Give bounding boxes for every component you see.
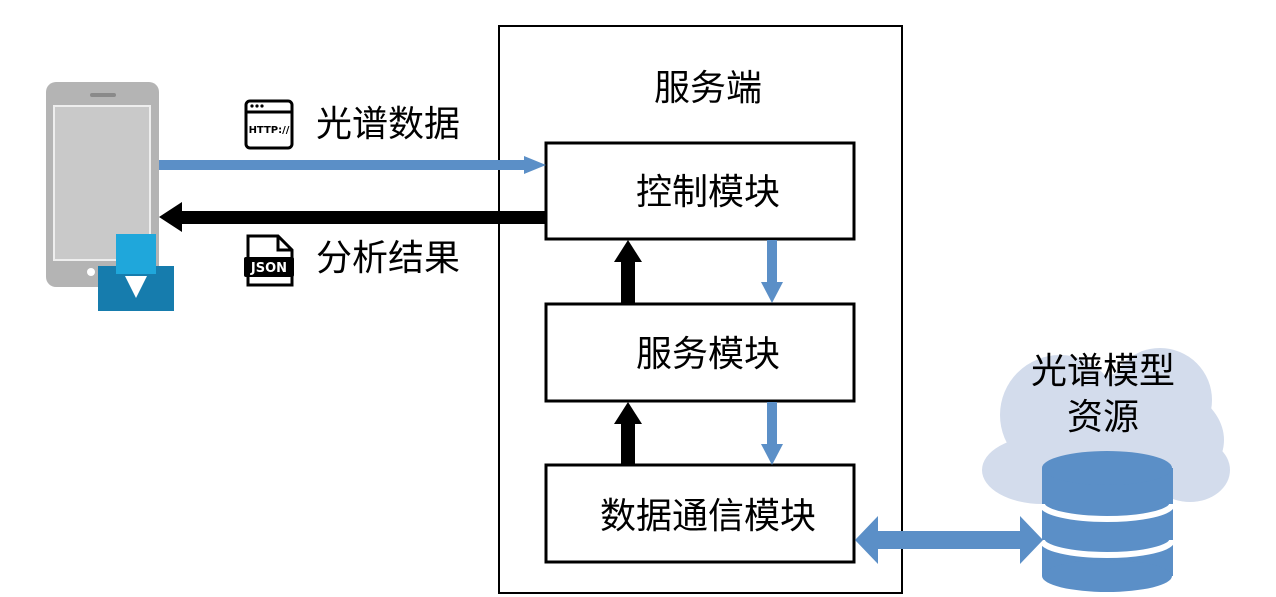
resource-label-line2: 资源 bbox=[1067, 397, 1139, 438]
arrow-service-to-datacomm bbox=[761, 402, 783, 465]
control-module[interactable]: 控制模块 bbox=[544, 141, 856, 241]
request-label: 光谱数据 bbox=[316, 104, 460, 145]
response-label: 分析结果 bbox=[316, 238, 460, 279]
data-exchange-arrow bbox=[855, 516, 1043, 564]
response-arrow bbox=[159, 202, 546, 232]
json-icon-text: JSON bbox=[250, 261, 287, 276]
arrow-service-to-control bbox=[614, 240, 642, 304]
control-module-label: 控制模块 bbox=[636, 172, 780, 213]
service-module-label: 服务模块 bbox=[636, 334, 780, 375]
app-download-icon bbox=[98, 234, 174, 311]
service-module[interactable]: 服务模块 bbox=[544, 302, 856, 403]
data-comm-module-label: 数据通信模块 bbox=[600, 496, 816, 537]
server-title: 服务端 bbox=[654, 68, 762, 109]
request-arrow bbox=[159, 156, 546, 174]
data-comm-module[interactable]: 数据通信模块 bbox=[544, 463, 856, 564]
http-icon-text: HTTP:// bbox=[249, 125, 290, 136]
arrow-datacomm-to-service bbox=[614, 402, 642, 465]
database-icon bbox=[1039, 451, 1175, 592]
resource-label-line1: 光谱模型 bbox=[1031, 351, 1175, 392]
http-icon: HTTP:// bbox=[244, 99, 294, 150]
json-file-icon: JSON bbox=[244, 234, 294, 287]
arrow-control-to-service bbox=[761, 240, 783, 303]
